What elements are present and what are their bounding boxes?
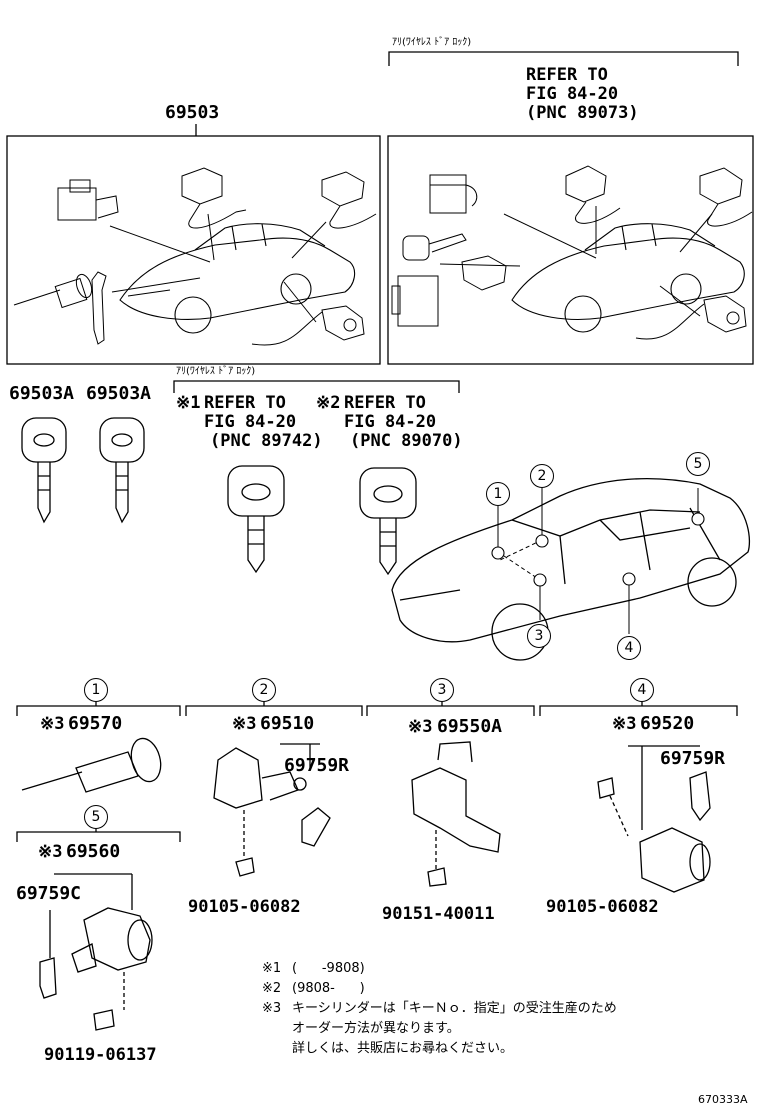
s3-mark: ※3: [408, 717, 433, 737]
ref2-line1: REFER TO: [344, 393, 426, 413]
footnote-3-line3: 詳しくは、共販店にお尋ねください。: [292, 1041, 514, 1056]
refer-top-line1: REFER TO: [526, 65, 608, 85]
wireless-note-top: ｱﾘ(ﾜｲﾔﾚｽ ﾄﾞｱ ﾛｯｸ): [392, 37, 472, 48]
refer-top-line3: (PNC 89073): [526, 103, 639, 123]
car-callout-3[interactable]: 3: [527, 624, 551, 648]
section-callout-3[interactable]: 3: [430, 678, 454, 702]
car-large: [391, 478, 751, 661]
part-number-key-a[interactable]: 69503A: [9, 383, 75, 404]
s2-bolt[interactable]: 90105-06082: [188, 897, 301, 917]
ref2-line3: (PNC 89070): [350, 431, 463, 451]
footnote-3-line2: オーダー方法が異なります。: [292, 1021, 460, 1036]
footnote-3-line1: キーシリンダーは「キーＮｏ．指定」の受注生産のため: [292, 1001, 617, 1016]
s3-part[interactable]: 69550A: [437, 716, 503, 737]
s5-bolt[interactable]: 90119-06137: [44, 1045, 157, 1065]
ref1-line3: (PNC 89742): [210, 431, 323, 451]
box-set-wireless: [387, 135, 754, 365]
section-callout-5[interactable]: 5: [84, 805, 108, 829]
ref1-line2: FIG 84-20: [204, 412, 297, 432]
ref2-line2: FIG 84-20: [344, 412, 437, 432]
s5-sub[interactable]: 69759C: [16, 883, 82, 904]
ref2-mark: ※2: [316, 393, 341, 413]
section-parts: [21, 737, 711, 1031]
footnote-2-text: (9808- ): [292, 981, 365, 996]
bracket-wireless-top: [388, 51, 739, 66]
car-small-right: [511, 223, 745, 333]
refer-top-line2: FIG 84-20: [526, 84, 619, 104]
parts-top-left: [13, 167, 377, 346]
s5-part[interactable]: 69560: [66, 841, 121, 862]
parts-top-right: [391, 165, 753, 340]
s5-mark: ※3: [38, 842, 63, 862]
footnote-1-text: ( -9808): [292, 961, 365, 976]
box-set-standard: [6, 135, 381, 365]
figure-id: 670333A: [698, 1093, 748, 1106]
s2-part[interactable]: 69510: [260, 713, 315, 734]
s2-sub[interactable]: 69759R: [284, 755, 350, 776]
car-callout-5[interactable]: 5: [686, 452, 710, 476]
footnote-2-mark: ※2: [262, 981, 282, 996]
car-callout-4[interactable]: 4: [617, 636, 641, 660]
section-callout-4[interactable]: 4: [630, 678, 654, 702]
s4-mark: ※3: [612, 714, 637, 734]
car-callout-1[interactable]: 1: [486, 482, 510, 506]
s3-bolt[interactable]: 90151-40011: [382, 904, 495, 924]
ref1-line1: REFER TO: [204, 393, 286, 413]
s4-sub[interactable]: 69759R: [660, 748, 726, 769]
car-callout-leaders: [497, 488, 699, 634]
car-small-left: [119, 223, 356, 334]
section-callout-2[interactable]: 2: [252, 678, 276, 702]
s2-mark: ※3: [232, 714, 257, 734]
wireless-note-keys: ｱﾘ(ﾜｲﾔﾚｽ ﾄﾞｱ ﾛｯｸ): [176, 366, 256, 377]
s1-mark: ※3: [40, 714, 65, 734]
key-drawings: [21, 417, 417, 576]
s4-bolt[interactable]: 90105-06082: [546, 897, 659, 917]
footnote-3-mark: ※3: [262, 1001, 282, 1016]
bracket-wireless-keys: [173, 380, 460, 393]
part-number-key-b[interactable]: 69503A: [86, 383, 152, 404]
s4-part[interactable]: 69520: [640, 713, 695, 734]
footnote-1-mark: ※1: [262, 961, 282, 976]
ref1-mark: ※1: [176, 393, 201, 413]
part-number-set[interactable]: 69503: [165, 102, 220, 123]
section-callout-1[interactable]: 1: [84, 678, 108, 702]
car-callout-2[interactable]: 2: [530, 464, 554, 488]
s1-part[interactable]: 69570: [68, 713, 123, 734]
